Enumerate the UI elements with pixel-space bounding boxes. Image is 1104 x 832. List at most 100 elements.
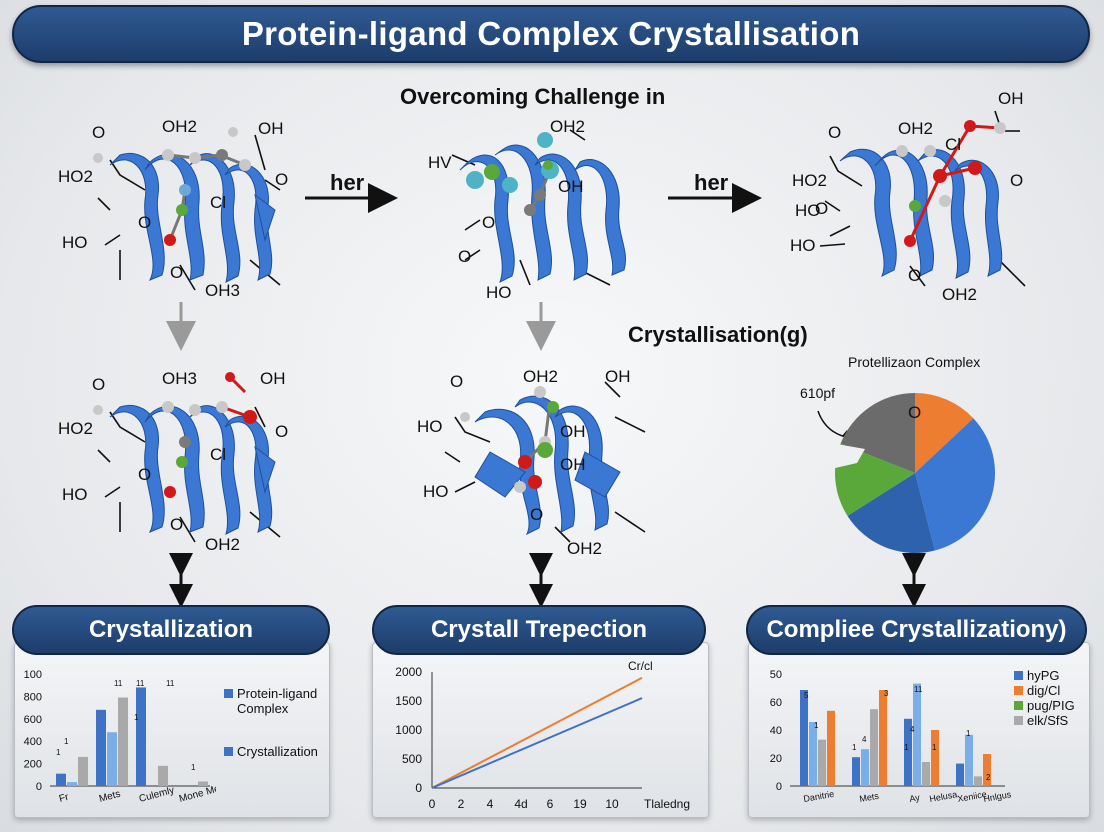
mol5-label: O: [530, 505, 543, 524]
y-tick-label: 600: [24, 714, 42, 726]
bar-value-label: 11: [136, 679, 145, 688]
y-tick-label: 2000: [395, 665, 422, 679]
mol1-label: Cl: [210, 193, 226, 212]
legend-label: elk/SfS: [1027, 713, 1069, 728]
x-tick-label: 19: [573, 797, 587, 811]
bar-value-label: 1: [904, 743, 909, 752]
bar: [56, 773, 66, 786]
mol2-label: OH2: [550, 117, 585, 136]
bar-value-label: 1: [966, 729, 971, 738]
y-tick-label: 200: [24, 759, 42, 771]
mol5-label: OH: [560, 422, 586, 441]
bar: [158, 765, 168, 786]
y-tick-label: 0: [776, 781, 782, 793]
pie-slice: [915, 393, 974, 473]
bar-value-label: 5: [804, 691, 809, 700]
legend-swatch-icon: [1014, 701, 1023, 710]
mol2-label: O: [482, 213, 495, 232]
pie-callout-label: 610pf: [800, 385, 836, 401]
mol4-label: HO2: [58, 419, 93, 438]
bar: [870, 709, 878, 786]
mol3-label: O: [1010, 171, 1023, 190]
pie-notch: [831, 443, 865, 469]
mol5-label: HO: [417, 417, 443, 436]
x-tick-label: Mets: [859, 791, 880, 804]
mol4-label: HO: [62, 485, 88, 504]
bar: [96, 709, 106, 786]
bar-value-label: 1: [814, 721, 819, 730]
mol5-label: O: [450, 372, 463, 391]
mol1-label: OH2: [162, 117, 197, 136]
mol1-label: OH: [258, 119, 284, 138]
mol1-label: HO2: [58, 167, 93, 186]
legend-label: dig/Cl: [1027, 683, 1061, 698]
x-tick-label: Danitrie: [803, 789, 835, 804]
legend-swatch-icon: [1014, 671, 1023, 680]
bar-value-label: 4: [910, 725, 915, 734]
legend-label: pug/PIG: [1027, 698, 1075, 713]
legend-swatch-icon: [224, 747, 233, 756]
legend-chart-3: hyPG dig/Cl pug/PIG elk/SfS: [1014, 668, 1088, 728]
legend-item: dig/Cl: [1014, 683, 1088, 698]
mol4-label: OH: [260, 369, 286, 388]
panel-title-3: Compliee Crystallizationy): [746, 605, 1087, 655]
mol1-label: O: [275, 170, 288, 189]
legend-label: Crystallization: [237, 744, 318, 759]
bar: [827, 710, 835, 786]
bar-value-label: 1: [64, 737, 69, 746]
x-tick-label: 2: [458, 797, 465, 811]
mol5-label: OH: [605, 367, 631, 386]
bar: [107, 732, 117, 786]
bar: [913, 683, 921, 786]
bar-value-label: 11: [114, 679, 123, 688]
mol1-label: HO: [62, 233, 88, 252]
legend-item: elk/SfS: [1014, 713, 1088, 728]
mol4-label: OH2: [205, 535, 240, 554]
page-title: Protein-ligand Complex Crystallisation: [241, 15, 861, 52]
molecule-structure-1: O OH2 OH HO2 O O Cl HO O OH3: [58, 117, 288, 300]
bar: [956, 763, 964, 786]
x-tick-label: 0: [429, 797, 436, 811]
mol5-label: HO: [423, 482, 449, 501]
bar-value-label: 11: [914, 685, 923, 694]
bar: [809, 722, 817, 786]
y-tick-label: 1000: [395, 723, 422, 737]
mol5-label: OH: [560, 455, 586, 474]
bar: [974, 776, 982, 786]
y-tick-label: 0: [36, 781, 42, 793]
bar: [198, 781, 208, 786]
mol3-label: HO: [795, 201, 821, 220]
legend-chart-1: Protein-ligand Complex Crystallization: [224, 686, 326, 759]
bar-value-label: 1: [134, 713, 139, 722]
x-tick-label: Fr: [58, 792, 71, 805]
legend-label: Protein-ligand Complex: [237, 686, 318, 716]
legend-item: Crystallization: [224, 744, 326, 759]
annotation-label: Cr/cl: [628, 659, 653, 673]
series-line: [431, 676, 643, 789]
pie-chart: O: [817, 393, 995, 553]
x-axis-label: Tlaledng: [644, 797, 690, 811]
legend-item: pug/PIG: [1014, 698, 1088, 713]
bar: [800, 690, 808, 786]
bar: [67, 782, 77, 786]
mol3-label: OH2: [898, 119, 933, 138]
mol3-label: OH: [998, 89, 1024, 108]
x-tick-label: Mets: [98, 789, 122, 805]
arrow-label-2: her: [694, 170, 729, 195]
mol3-label: O: [828, 123, 841, 142]
pie-slice: [847, 473, 935, 553]
y-tick-label: 0: [415, 781, 422, 795]
bar: [904, 718, 912, 786]
x-tick-label: 4d: [514, 797, 527, 811]
diagram-subtitle: Overcoming Challenge in: [400, 84, 666, 109]
mol4-label: O: [138, 465, 151, 484]
legend-swatch-icon: [224, 689, 233, 698]
bar: [852, 757, 860, 786]
y-tick-label: 800: [24, 691, 42, 703]
y-tick-label: 400: [24, 736, 42, 748]
x-tick-label: 4: [487, 797, 494, 811]
